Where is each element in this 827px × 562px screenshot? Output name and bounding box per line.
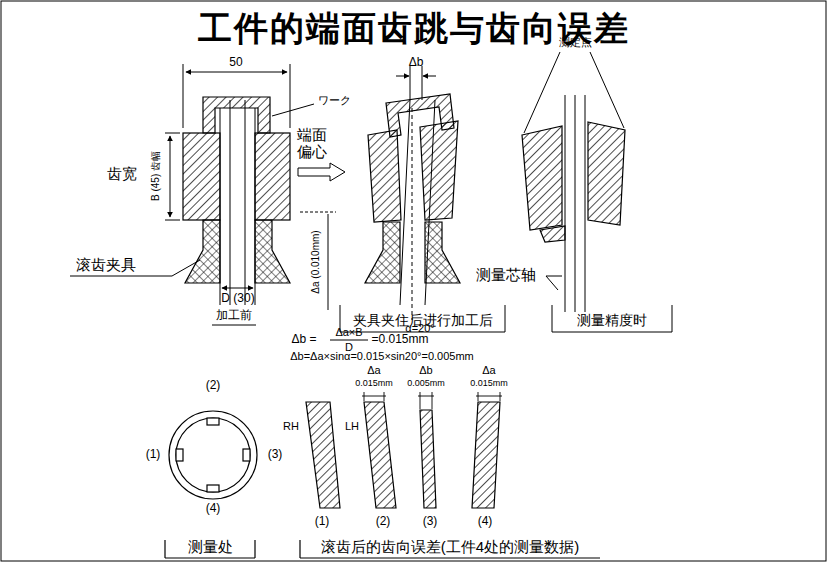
- caption-text: 测量精度时: [577, 312, 647, 328]
- callout-number: (2): [376, 515, 391, 529]
- dimension: D (30): [221, 292, 254, 306]
- part-name: 齿宽: [107, 165, 137, 182]
- caption-text: 测量处: [188, 538, 233, 555]
- part-name: ワーク: [318, 94, 351, 107]
- dimension: 50: [229, 56, 242, 70]
- caption-text: 滚齿后的齿向误差(工件4处的测量数据): [321, 538, 579, 555]
- dimension: Δa: [367, 364, 380, 377]
- dimension: Δb: [419, 364, 432, 377]
- callout-number: (4): [478, 515, 493, 529]
- formula: Δa×B: [335, 326, 362, 339]
- part-name: 滚齿夹具: [76, 256, 136, 273]
- dimension: 0.005mm: [407, 378, 445, 388]
- callout-number: (4): [206, 502, 221, 516]
- label: RH: [283, 420, 299, 433]
- dimension: Δa (0.010mm): [310, 230, 322, 293]
- dimension: 0.015mm: [355, 378, 393, 388]
- dimension: B (45) 齿幅: [150, 151, 162, 201]
- dimension: 0.015mm: [470, 378, 508, 388]
- part-name: 测定点: [559, 36, 592, 49]
- callout-number: (3): [423, 515, 438, 529]
- caption-text: 夹具夹住后进行加工后: [353, 312, 493, 328]
- formula: Δb=Δa×sinα=0.015×sin20°=0.005mm: [290, 350, 474, 363]
- dimension: Δa: [482, 364, 495, 377]
- callout-number: (1): [146, 448, 161, 462]
- note: 端面 偏心: [295, 126, 329, 161]
- callout-number: (1): [315, 515, 330, 529]
- formula: Δb =: [291, 333, 316, 347]
- formula: =0.015mm: [371, 333, 428, 347]
- title: 工件的端面齿跳与齿向误差: [0, 6, 827, 52]
- dimension: Δb: [409, 56, 424, 70]
- label: LH: [345, 420, 359, 433]
- part-name: 测量芯轴: [476, 266, 536, 283]
- callout-number: (3): [268, 448, 283, 462]
- note: 加工前: [216, 309, 252, 323]
- callout-number: (2): [206, 379, 221, 393]
